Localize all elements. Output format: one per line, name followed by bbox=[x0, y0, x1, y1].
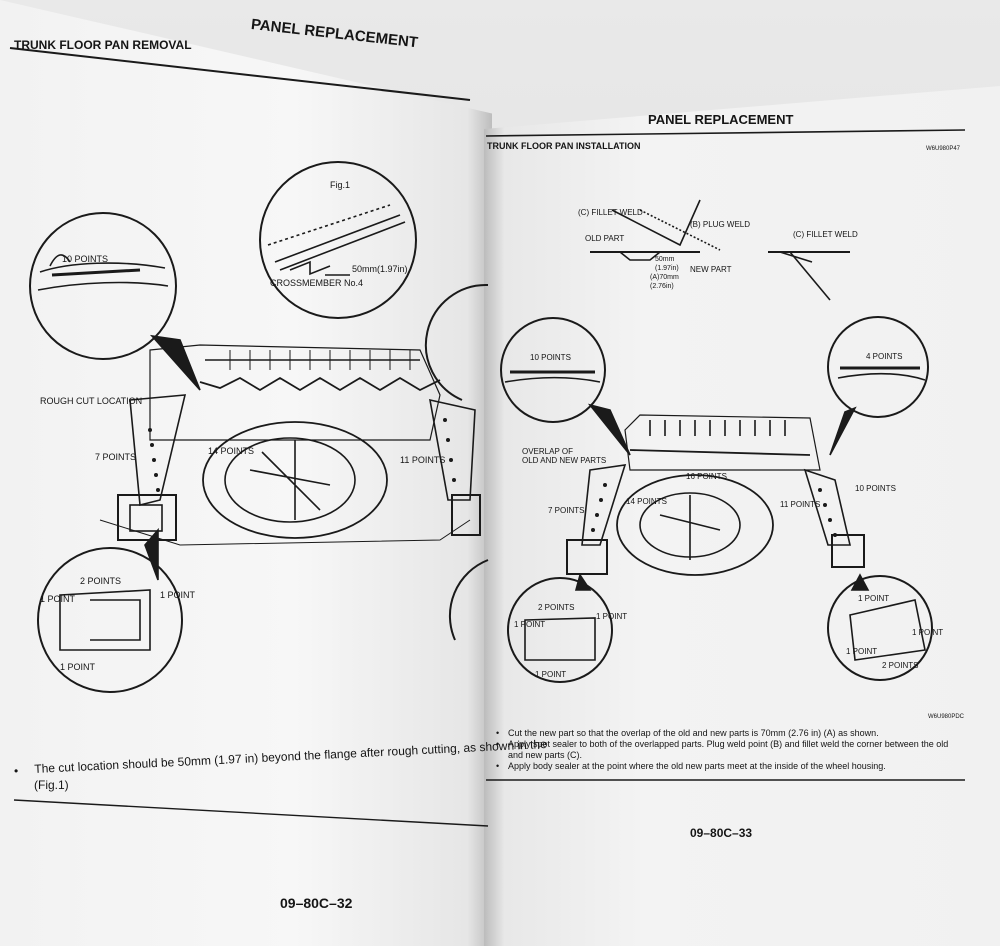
seven-points-label: 7 POINTS bbox=[95, 452, 137, 462]
one-point-label-a: 1 POINT bbox=[40, 594, 76, 604]
new-part-label: NEW PART bbox=[690, 265, 732, 274]
two-points-label: 2 POINTS bbox=[80, 576, 122, 586]
dim-50-in-label: (1.97in) bbox=[655, 265, 679, 272]
r-eleven-points-label: 11 POINTS bbox=[780, 500, 821, 509]
r-ten-points-label: 10 POINTS bbox=[530, 353, 571, 362]
r-two-points-label: 2 POINTS bbox=[538, 603, 575, 612]
plug-weld-label: (B) PLUG WELD bbox=[690, 220, 751, 229]
left-note-bullet: • bbox=[14, 764, 19, 778]
right-note-bullet-2: • bbox=[496, 739, 500, 749]
fig-label: Fig.1 bbox=[330, 180, 351, 190]
right-note-bullet-3: • bbox=[496, 761, 500, 771]
left-note-cont: (Fig.1) bbox=[34, 778, 69, 792]
right-code-bottom: W6U980PDC bbox=[928, 714, 965, 720]
r-one-point-label-f: 1 POINT bbox=[846, 647, 878, 656]
r-one-point-label-b: 1 POINT bbox=[596, 612, 628, 621]
right-section-title: TRUNK FLOOR PAN INSTALLATION bbox=[487, 141, 641, 151]
dimension-label: 50mm(1.97in) bbox=[352, 264, 408, 274]
crossmember-label: CROSSMEMBER No.4 bbox=[270, 278, 364, 288]
one-point-label-c: 1 POINT bbox=[60, 662, 96, 672]
right-page-number: 09–80C–33 bbox=[690, 826, 753, 840]
fillet-weld-label-2: (C) FILLET WELD bbox=[793, 230, 858, 239]
r-one-point-label-a: 1 POINT bbox=[514, 620, 546, 629]
r-fourteen-points-label: 14 POINTS bbox=[626, 497, 667, 506]
dim-70-label: (A)70mm bbox=[650, 274, 679, 281]
left-page bbox=[0, 0, 492, 946]
left-section-title: TRUNK FLOOR PAN REMOVAL bbox=[14, 38, 192, 52]
r-four-points-label: 4 POINTS bbox=[866, 352, 903, 361]
right-note-2: Apply spot sealer to both of the overlap… bbox=[508, 739, 949, 749]
r-one-point-label-e: 1 POINT bbox=[912, 628, 944, 637]
r-two-points-label-b: 2 POINTS bbox=[882, 661, 919, 670]
rough-cut-label: ROUGH CUT LOCATION bbox=[40, 396, 143, 406]
right-note-bullet-1: • bbox=[496, 728, 500, 738]
ten-points-label: 10 POINTS bbox=[62, 254, 109, 264]
dim-70-in-label: (2.76in) bbox=[650, 283, 674, 290]
r-seven-points-label: 7 POINTS bbox=[548, 506, 585, 515]
old-part-label: OLD PART bbox=[585, 234, 625, 243]
r-one-point-label-d: 1 POINT bbox=[858, 594, 890, 603]
fourteen-points-label: 14 POINTS bbox=[208, 446, 255, 456]
dim-50-label: 50mm bbox=[655, 256, 675, 263]
r-ten-points-label-b: 10 POINTS bbox=[855, 484, 896, 493]
overlap-label-2: OLD AND NEW PARTS bbox=[522, 456, 607, 465]
fillet-weld-label: (C) FILLET WELD bbox=[578, 208, 643, 217]
right-page bbox=[484, 86, 1000, 946]
left-page-number: 09–80C–32 bbox=[280, 895, 353, 911]
overlap-label-1: OVERLAP OF bbox=[522, 447, 573, 456]
right-note-3: Apply body sealer at the point where the… bbox=[508, 761, 886, 771]
right-note-2-cont: and new parts (C). bbox=[508, 750, 583, 760]
eleven-points-label: 11 POINTS bbox=[400, 455, 446, 465]
one-point-label-b: 1 POINT bbox=[160, 590, 196, 600]
right-note-1: Cut the new part so that the overlap of … bbox=[508, 728, 879, 738]
r-sixteen-points-label: 16 POINTS bbox=[686, 472, 727, 481]
r-one-point-label-c: 1 POINT bbox=[535, 670, 567, 679]
right-code-top: W6U980P47 bbox=[926, 146, 961, 152]
right-header: PANEL REPLACEMENT bbox=[648, 112, 794, 127]
